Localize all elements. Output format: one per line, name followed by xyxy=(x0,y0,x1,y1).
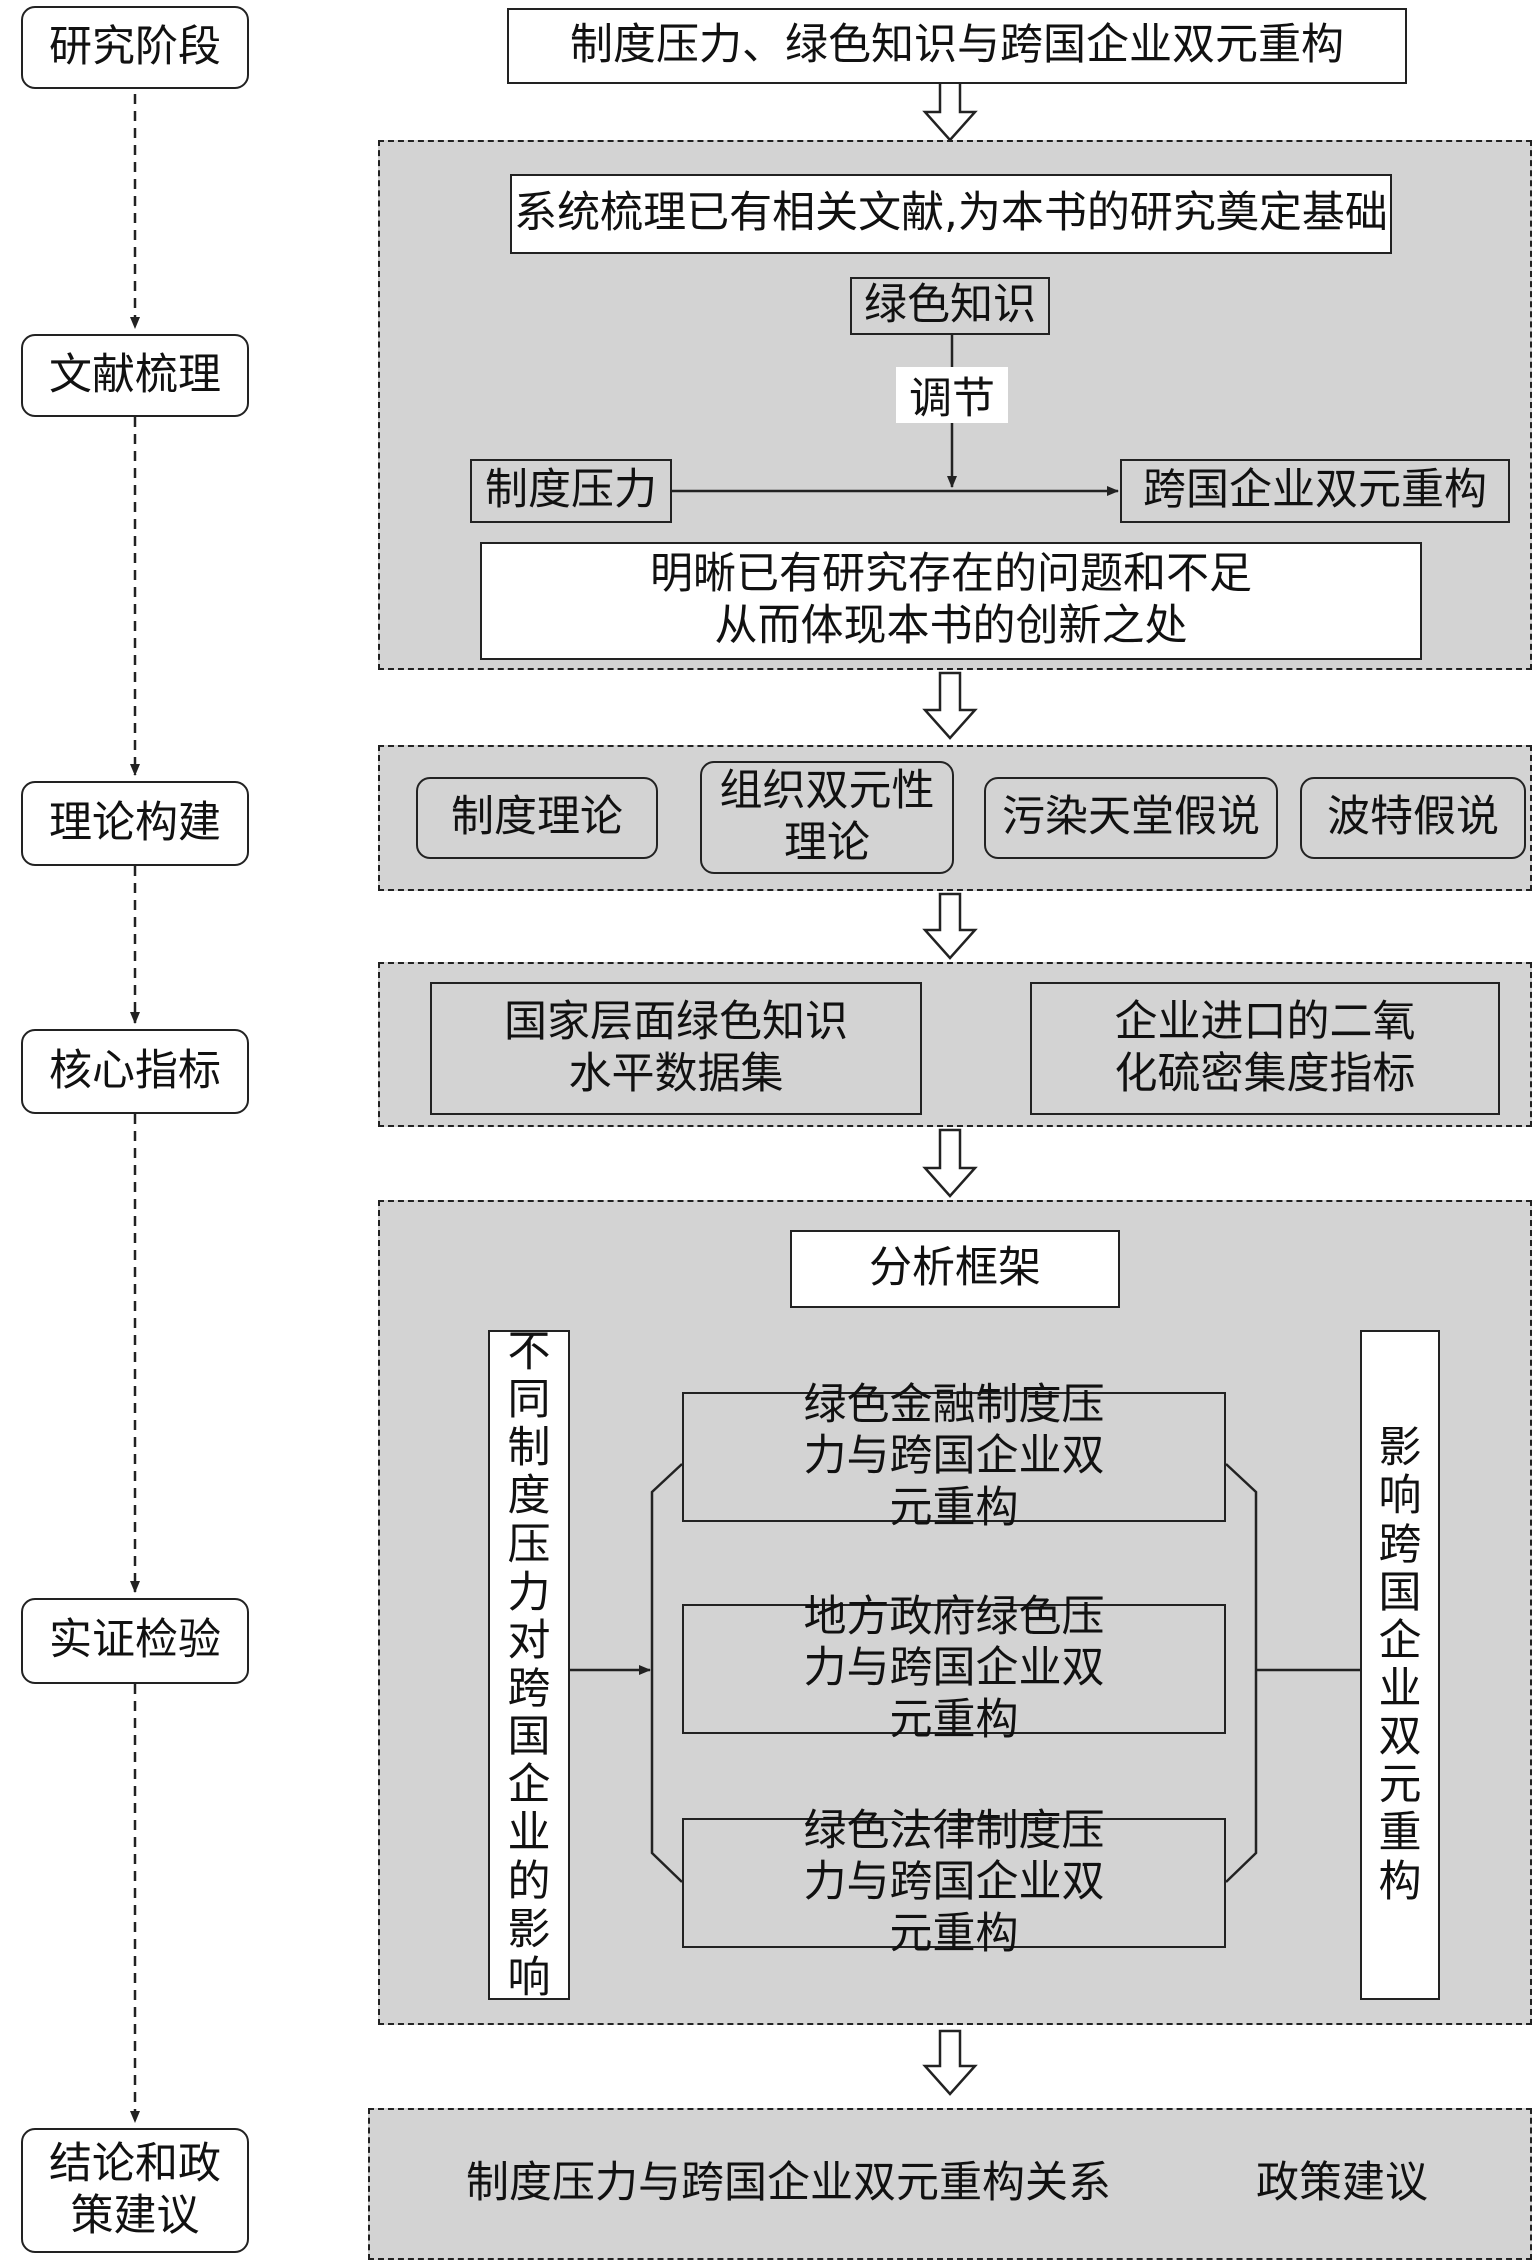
stage-literature-review: 文献梳理 xyxy=(21,334,249,417)
flow-arrows xyxy=(922,76,978,2096)
restructuring-text: 跨国企业双元重构 xyxy=(1143,465,1487,516)
down-arrow-1 xyxy=(922,76,978,142)
empirical-item-local-government: 地方政府绿色压力与跨国企业双元重构 xyxy=(682,1592,1226,1745)
theory-pollution-haven: 污染天堂假说 xyxy=(984,777,1278,859)
empirical-item-label: 绿色法律制度压力与跨国企业双元重构 xyxy=(803,1805,1105,1959)
indicator-so2-intensity: 企业进口的二氧化硫密集度指标 xyxy=(1030,982,1500,1115)
framework-text: 分析框架 xyxy=(869,1243,1041,1294)
green-knowledge-text: 绿色知识 xyxy=(864,280,1036,331)
institutional-pressure-box: 制度压力 xyxy=(470,459,672,523)
empirical-item-green-finance: 绿色金融制度压力与跨国企业双元重构 xyxy=(682,1380,1226,1533)
indicator-label: 企业进口的二氧化硫密集度指标 xyxy=(1114,996,1416,1099)
stage-label: 文献梳理 xyxy=(49,349,221,400)
green-knowledge-box: 绿色知识 xyxy=(850,277,1050,335)
institutional-pressure-text: 制度压力 xyxy=(485,465,657,516)
left-vertical-box: 不同制度压力对跨国企业的影响 xyxy=(488,1326,570,2003)
indicator-label: 国家层面绿色知识水平数据集 xyxy=(504,996,848,1099)
stage-research-phase: 研究阶段 xyxy=(21,6,249,89)
empirical-item-label: 绿色金融制度压力与跨国企业双元重构 xyxy=(803,1379,1105,1533)
down-arrow-4 xyxy=(922,1128,978,1198)
down-arrow-2 xyxy=(922,671,978,740)
framework-box: 分析框架 xyxy=(790,1230,1120,1308)
theory-label: 波特假说 xyxy=(1327,792,1499,843)
literature-panel: 系统梳理已有相关文献,为本书的研究奠定基础 绿色知识 调节 制度压力 跨国企业双… xyxy=(378,140,1532,670)
moderation-label: 调节 xyxy=(896,367,1008,424)
stage-empirical-test: 实证检验 xyxy=(21,1598,249,1684)
theory-organizational-ambidexterity: 组织双元性理论 xyxy=(700,761,954,874)
indicator-green-knowledge-dataset: 国家层面绿色知识水平数据集 xyxy=(430,982,922,1115)
research-gap-text: 明晰已有研究存在的问题和不足从而体现本书的创新之处 xyxy=(650,549,1252,651)
theory-porter-hypothesis: 波特假说 xyxy=(1300,777,1526,859)
conclusion-policy: 政策建议 xyxy=(1256,2158,1428,2208)
left-vertical-text: 不同制度压力对跨国企业的影响 xyxy=(507,1326,551,2003)
down-arrow-5 xyxy=(922,2029,978,2096)
restructuring-box: 跨国企业双元重构 xyxy=(1120,459,1510,523)
right-vertical-text: 影响跨国企业双元重构 xyxy=(1378,1423,1422,1907)
stage-label: 研究阶段 xyxy=(49,21,221,72)
moderation-text: 调节 xyxy=(909,374,995,424)
stage-core-indicators: 核心指标 xyxy=(21,1029,249,1114)
right-vertical-box: 影响跨国企业双元重构 xyxy=(1360,1330,1440,2000)
stage-label: 核心指标 xyxy=(49,1045,221,1096)
empirical-item-label: 地方政府绿色压力与跨国企业双元重构 xyxy=(803,1591,1105,1745)
right-bracket xyxy=(1225,1463,1258,1883)
literature-review-text: 系统梳理已有相关文献,为本书的研究奠定基础 xyxy=(514,188,1388,239)
theory-label: 组织双元性理论 xyxy=(719,765,935,868)
stage-label: 实证检验 xyxy=(49,1615,221,1666)
down-arrow-3 xyxy=(922,892,978,960)
empirical-panel: 分析框架 不同制度压力对跨国企业的影响 绿色金融制度压力与跨国企业双元重构 地方… xyxy=(378,1200,1532,2025)
title-text: 制度压力、绿色知识与跨国企业双元重构 xyxy=(570,20,1344,71)
stage-theory-building: 理论构建 xyxy=(21,781,249,866)
indicators-panel: 国家层面绿色知识水平数据集 企业进口的二氧化硫密集度指标 xyxy=(378,962,1532,1127)
stage-label: 结论和政策建议 xyxy=(49,2138,221,2241)
theory-label: 制度理论 xyxy=(451,792,623,843)
title-box: 制度压力、绿色知识与跨国企业双元重构 xyxy=(507,8,1407,84)
literature-review-box: 系统梳理已有相关文献,为本书的研究奠定基础 xyxy=(510,174,1392,254)
theory-label: 污染天堂假说 xyxy=(1002,792,1260,843)
research-gap-box: 明晰已有研究存在的问题和不足从而体现本书的创新之处 xyxy=(480,542,1422,660)
stage-label: 理论构建 xyxy=(49,797,221,848)
conclusion-panel: 制度压力与跨国企业双元重构关系 政策建议 xyxy=(368,2108,1532,2260)
empirical-item-green-law: 绿色法律制度压力与跨国企业双元重构 xyxy=(682,1806,1226,1959)
left-bracket xyxy=(650,1463,683,1883)
stage-conclusion-policy: 结论和政策建议 xyxy=(21,2128,249,2253)
theory-institutional: 制度理论 xyxy=(416,777,658,859)
conclusion-relation: 制度压力与跨国企业双元重构关系 xyxy=(466,2158,1111,2208)
theory-panel: 制度理论 组织双元性理论 污染天堂假说 波特假说 xyxy=(378,745,1532,891)
